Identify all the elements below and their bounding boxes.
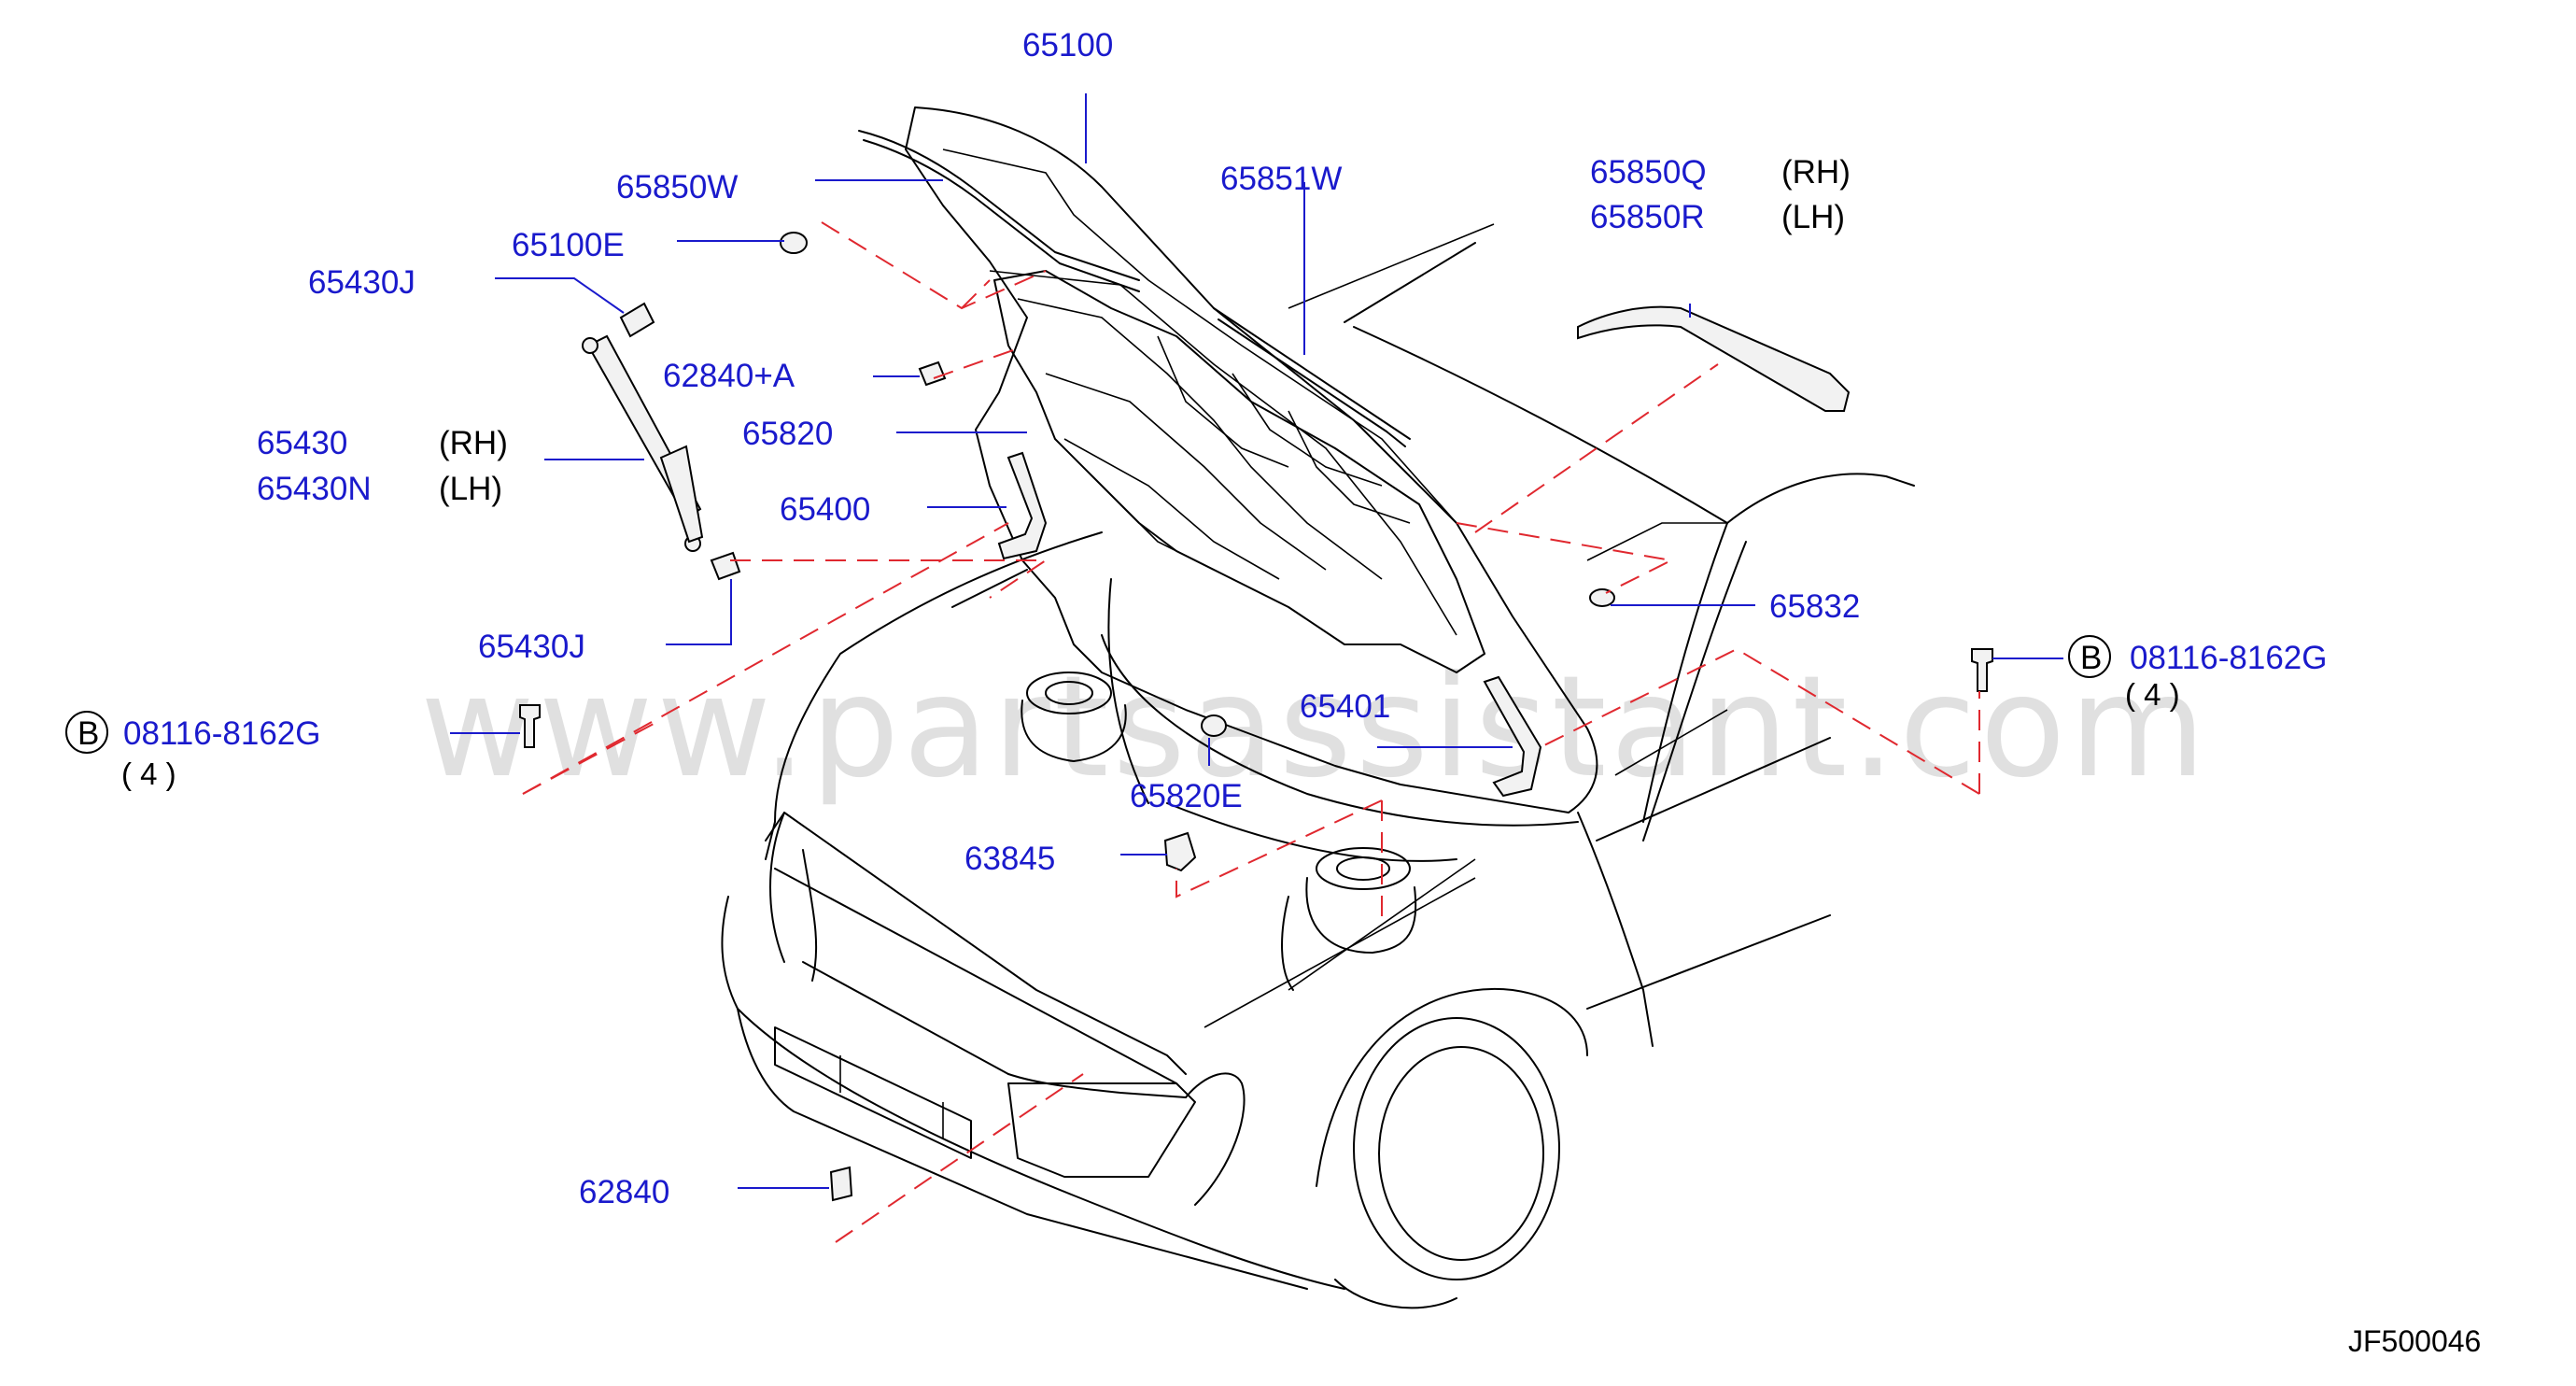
label-65820: 65820 [742, 416, 833, 452]
label-rh-65850q: (RH) [1781, 154, 1851, 191]
bolt-callout-right: B 08116-8162G ( 4 ) [2068, 635, 2327, 712]
bolt-b-circle-right [2068, 635, 2111, 678]
diagram-code: JF500046 [2348, 1324, 2481, 1358]
label-65850q: 65850Q [1590, 154, 1707, 191]
label-65832: 65832 [1769, 588, 1860, 625]
label-65100: 65100 [1022, 27, 1113, 64]
label-lh-65430n: (LH) [439, 471, 502, 507]
label-65100e: 65100E [512, 227, 625, 263]
car-body-outline [721, 106, 1915, 1309]
label-65851w: 65851W [1220, 161, 1342, 197]
label-65850r: 65850R [1590, 199, 1705, 235]
label-65850w: 65850W [616, 169, 738, 205]
watermark: www.partsassistant.com [420, 646, 2209, 809]
part-labels: 65100 65850W 65100E 65430J 62840+A 65430… [257, 27, 1860, 1210]
bolt-callout-left: B 08116-8162G ( 4 ) [65, 711, 320, 791]
label-62840: 62840 [579, 1174, 669, 1210]
leader-lines [450, 93, 2063, 1189]
label-bolt-left: 08116-8162G [123, 715, 320, 752]
label-lh-65850r: (LH) [1781, 199, 1845, 235]
label-65430j-top: 65430J [308, 264, 415, 301]
qty-right: ( 4 ) [2125, 677, 2180, 712]
label-rh-65430: (RH) [439, 425, 508, 461]
label-bolt-right: 08116-8162G [2130, 640, 2327, 676]
label-62840a: 62840+A [663, 358, 795, 394]
bolt-b-circle-left [65, 711, 108, 754]
label-65430n: 65430N [257, 471, 372, 507]
part-shapes [519, 130, 1993, 1202]
qty-left: ( 4 ) [121, 757, 176, 791]
bolt-b-letter-right: B [2080, 640, 2102, 676]
label-65401: 65401 [1300, 688, 1390, 725]
bumper-rubber-65100e [780, 232, 808, 254]
relation-lines [522, 221, 1980, 1243]
label-65820e: 65820E [1130, 778, 1243, 814]
label-65400: 65400 [780, 491, 870, 528]
label-65430: 65430 [257, 425, 347, 461]
label-63845: 63845 [964, 841, 1055, 877]
bolt-b-letter-left: B [77, 715, 99, 752]
label-65430j-bottom: 65430J [478, 629, 585, 665]
